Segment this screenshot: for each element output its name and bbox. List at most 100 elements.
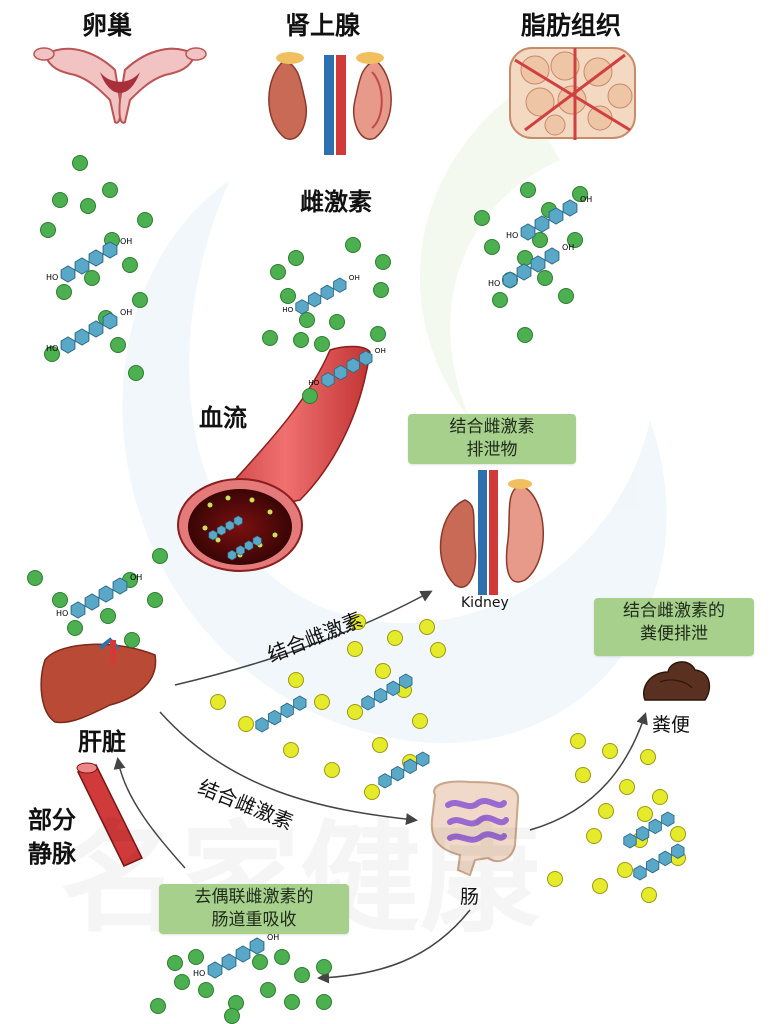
feces-icon (643, 661, 711, 701)
liver-label: 肝脏 (78, 728, 126, 756)
estrogen-dot (110, 337, 126, 353)
box-urinary-line2: 排泄物 (466, 440, 518, 460)
estrogen-dot (474, 210, 490, 226)
estrogen-dot (84, 270, 100, 286)
estrogen-dot (345, 237, 361, 253)
estrogen-molecule (227, 535, 262, 561)
conjugated-estrogen-dot (372, 737, 388, 753)
estrogen-dot (198, 982, 214, 998)
estrogen-dot (128, 365, 144, 381)
estrogen-dot (517, 250, 533, 266)
conjugated-estrogen-dot (288, 672, 304, 688)
conjugated-estrogen-dot (575, 767, 591, 783)
conjugated-estrogen-dot (640, 749, 656, 765)
estrogen-dot (274, 949, 290, 965)
conjugated-estrogen-dot (412, 713, 428, 729)
estrogen-dot (40, 222, 56, 238)
arrow-intestine-to-bottom (317, 909, 471, 984)
estrogen-dot (517, 327, 533, 343)
arrow-liver-to-kidney (174, 590, 433, 686)
svg-text:OH: OH (562, 243, 574, 252)
estrogen-dot (567, 232, 583, 248)
estrogen-dot (329, 314, 345, 330)
estrogen-dot (72, 155, 88, 171)
box-urinary-excretion: 结合雌激素 排泄物 (408, 414, 576, 464)
conjugated-estrogen-dot (617, 862, 633, 878)
estrogen-dot (492, 292, 508, 308)
svg-text:HO: HO (506, 231, 518, 240)
conjugated-estrogen-dot (347, 641, 363, 657)
organ-label-adrenal: 肾上腺 (285, 11, 361, 40)
estrogen-label: 雌激素 (300, 188, 372, 216)
estrogen-dot (288, 250, 304, 266)
arrow-intestine-to-feces (529, 712, 648, 831)
conjugated-estrogen-dot (419, 619, 435, 635)
conjugated-estrogen-dot (637, 806, 653, 822)
svg-text:OH: OH (120, 237, 132, 246)
estrogen-dot (373, 282, 389, 298)
organ-label-ovary: 卵巢 (82, 11, 133, 40)
estrogen-molecule (633, 843, 685, 881)
svg-text:OH: OH (349, 273, 360, 282)
conjugated-estrogen-dot (387, 630, 403, 646)
kidney-label: Kidney (461, 595, 509, 611)
estrogen-dot (188, 949, 204, 965)
estrogen-dot (122, 257, 138, 273)
conjugated-estrogen-dot (586, 828, 602, 844)
feces-label: 粪便 (652, 714, 691, 736)
svg-text:HO: HO (282, 305, 293, 314)
background-swirl (122, 90, 667, 743)
box-urinary-line1: 结合雌激素 (449, 417, 535, 437)
conjugated-estrogen-dot (570, 733, 586, 749)
conjugated-estrogen-dot (602, 743, 618, 759)
box-reabsorb-line1: 去偶联雌激素的 (194, 887, 314, 907)
estrogen-dot (124, 632, 140, 648)
estrogen-molecule (361, 673, 413, 711)
conjugated-estrogen-dot (652, 789, 668, 805)
estrogen-dot (370, 326, 386, 342)
organ-label-fat: 脂肪组织 (521, 11, 622, 40)
estrogen-dot (132, 292, 148, 308)
estrogen-dot (299, 312, 315, 328)
svg-text:OH: OH (130, 573, 142, 582)
estrogen-dot (532, 232, 548, 248)
box-fecal-line1: 结合雌激素的 (623, 601, 725, 621)
arrow-liver-to-intestine (159, 711, 418, 826)
estrogen-dot (293, 332, 309, 348)
intestine-icon (430, 780, 520, 877)
vein-label-line2: 静脉 (28, 840, 76, 868)
svg-text:OH: OH (375, 346, 386, 355)
estrogen-molecule (623, 811, 675, 849)
estrogen-dot (302, 388, 318, 404)
estrogen-dot (52, 592, 68, 608)
conjugated-estrogen-dot (324, 762, 340, 778)
estrogen-dot (252, 954, 268, 970)
estrogen-dot (314, 336, 330, 352)
estrogen-dot (102, 182, 118, 198)
box-reabsorb-line2: 肠道重吸收 (211, 910, 297, 930)
estrogen-dot (572, 186, 588, 202)
arrow-vein-to-liver (113, 757, 186, 869)
estrogen-molecule (255, 695, 307, 733)
svg-text:HO: HO (488, 279, 500, 288)
vein-label-line1: 部分 (28, 806, 76, 834)
conjugated-estrogen-dot (350, 614, 366, 630)
conjugated-estrogen-dot (347, 704, 363, 720)
svg-text:HO: HO (193, 969, 205, 978)
estrogen-dot (137, 212, 153, 228)
estrogen-dot (537, 270, 553, 286)
conjugated-estrogen-dot (619, 779, 635, 795)
conjugated-estrogen-dot (547, 871, 563, 887)
estrogen-dot (316, 959, 332, 975)
kidney-icon (439, 470, 544, 595)
estrogen-dot (270, 264, 286, 280)
estrogen-dot (44, 346, 60, 362)
vein-icon (76, 762, 144, 867)
adrenal-kidney-icon (268, 52, 392, 155)
blood-vessel-icon (177, 345, 371, 572)
